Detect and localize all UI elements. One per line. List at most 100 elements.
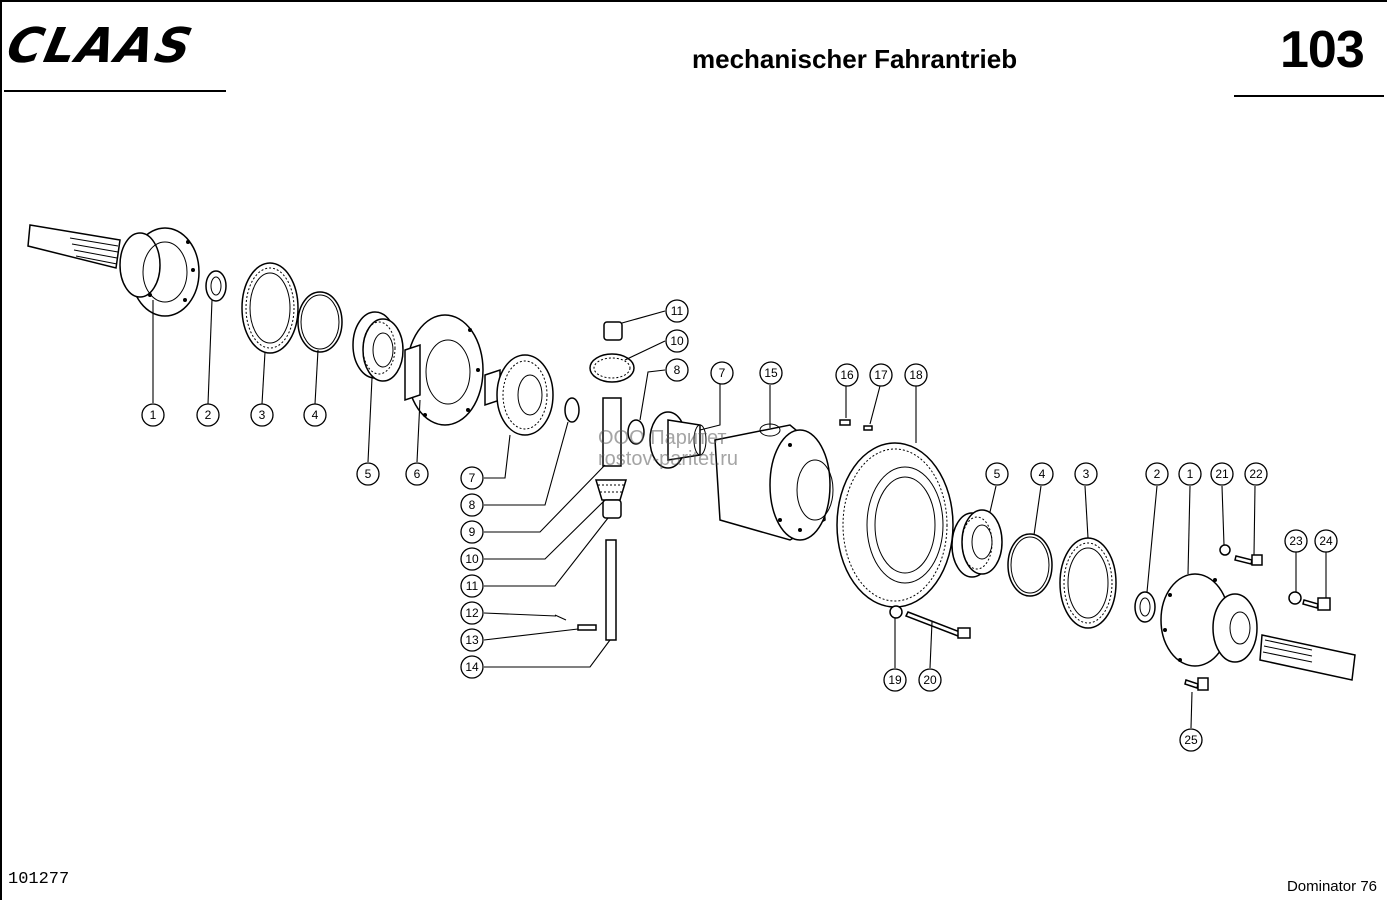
svg-text:2: 2 <box>1154 467 1161 481</box>
svg-text:17: 17 <box>874 368 888 382</box>
left-roller-bearing <box>352 311 404 382</box>
svg-text:8: 8 <box>674 363 681 377</box>
spider-bushing-top <box>603 321 623 341</box>
svg-text:3: 3 <box>1083 467 1090 481</box>
dowel-pin-small <box>863 425 873 431</box>
callout-10-upper: 10 <box>665 329 689 353</box>
left-axle-shaft <box>27 224 121 269</box>
svg-text:1: 1 <box>1187 467 1194 481</box>
thrust-washer-right <box>627 419 645 445</box>
callout-4-right: 4 <box>1030 462 1054 486</box>
callout-3-left: 3 <box>250 403 274 427</box>
spider-shaft <box>602 397 622 467</box>
callout-25: 25 <box>1179 728 1203 752</box>
right-seal-ring <box>1134 591 1156 623</box>
svg-text:13: 13 <box>465 633 479 647</box>
svg-text:14: 14 <box>465 660 479 674</box>
svg-text:4: 4 <box>312 408 319 422</box>
left-gasket <box>241 262 299 354</box>
differential-pin <box>605 539 617 641</box>
callout-14: 14 <box>460 655 484 679</box>
callout-11-upper: 11 <box>665 299 689 323</box>
callout-7-left: 7 <box>460 466 484 490</box>
right-roller-bearing <box>951 509 1003 578</box>
callout-10-lower: 10 <box>460 547 484 571</box>
right-o-ring <box>1007 533 1053 597</box>
callout-3-right: 3 <box>1074 462 1098 486</box>
document-number: 101277 <box>8 870 70 889</box>
watermark-url: rostov-paritet.ru <box>598 448 739 470</box>
svg-text:24: 24 <box>1319 534 1333 548</box>
spider-bushing-bottom <box>602 499 622 519</box>
svg-text:1: 1 <box>150 408 157 422</box>
logo-underline <box>4 90 226 92</box>
callout-23: 23 <box>1284 529 1308 553</box>
callout-22: 22 <box>1244 462 1268 486</box>
right-gasket <box>1059 537 1117 629</box>
svg-text:7: 7 <box>469 471 476 485</box>
lock-pin-small <box>554 614 567 621</box>
right-axle-shaft <box>1259 634 1356 681</box>
svg-text:9: 9 <box>469 525 476 539</box>
washer-small <box>1219 544 1231 556</box>
callout-11-lower: 11 <box>460 574 484 598</box>
svg-text:4: 4 <box>1039 467 1046 481</box>
thrust-washer-left <box>564 397 580 423</box>
callout-1-left: 1 <box>141 403 165 427</box>
callout-5-left: 5 <box>356 462 380 486</box>
svg-text:18: 18 <box>909 368 923 382</box>
cap-screw <box>1184 677 1209 691</box>
callout-19: 19 <box>883 668 907 692</box>
left-bevel-gear <box>484 354 554 436</box>
differential-housing <box>714 423 834 541</box>
top-border <box>0 0 1387 2</box>
housing-cover <box>404 314 484 426</box>
svg-text:22: 22 <box>1249 467 1263 481</box>
callout-8-upper: 8 <box>665 358 689 382</box>
callout-12: 12 <box>460 601 484 625</box>
callout-5-right: 5 <box>985 462 1009 486</box>
svg-text:16: 16 <box>840 368 854 382</box>
ring-gear-nut <box>889 605 903 619</box>
watermark: ООО Паритет rostov-paritet.ru <box>598 428 738 470</box>
ring-gear <box>836 442 954 608</box>
svg-text:6: 6 <box>414 467 421 481</box>
svg-text:10: 10 <box>670 334 684 348</box>
hex-bolt-short <box>1234 554 1263 566</box>
svg-text:10: 10 <box>465 552 479 566</box>
callout-6: 6 <box>405 462 429 486</box>
hex-bolt <box>1302 597 1331 611</box>
callout-18: 18 <box>904 363 928 387</box>
svg-text:5: 5 <box>365 467 372 481</box>
left-flange-housing <box>119 227 200 317</box>
callout-9: 9 <box>460 520 484 544</box>
svg-text:19: 19 <box>888 673 902 687</box>
page-title: mechanischer Fahrantrieb <box>692 44 1018 74</box>
lock-washer <box>1288 591 1302 605</box>
callout-24: 24 <box>1314 529 1338 553</box>
callout-15: 15 <box>759 361 783 385</box>
callout-17: 17 <box>869 363 893 387</box>
svg-text:11: 11 <box>466 579 479 593</box>
callout-8-left: 8 <box>460 493 484 517</box>
svg-text:2: 2 <box>205 408 212 422</box>
right-flange-housing <box>1160 573 1258 667</box>
svg-text:15: 15 <box>764 366 778 380</box>
callout-2-right: 2 <box>1145 462 1169 486</box>
lock-pin <box>577 624 597 631</box>
watermark-company: ООО Паритет <box>598 427 727 449</box>
svg-text:5: 5 <box>994 467 1001 481</box>
svg-text:11: 11 <box>671 304 684 318</box>
svg-text:12: 12 <box>465 606 479 620</box>
svg-text:8: 8 <box>469 498 476 512</box>
svg-text:3: 3 <box>259 408 266 422</box>
right-bevel-gear <box>649 411 707 469</box>
machine-model: Dominator 76 <box>1286 878 1377 895</box>
page-number-underline <box>1234 95 1384 97</box>
callout-13: 13 <box>460 628 484 652</box>
callout-16: 16 <box>835 363 859 387</box>
callout-21: 21 <box>1210 462 1234 486</box>
ring-gear-bolt <box>904 611 971 639</box>
